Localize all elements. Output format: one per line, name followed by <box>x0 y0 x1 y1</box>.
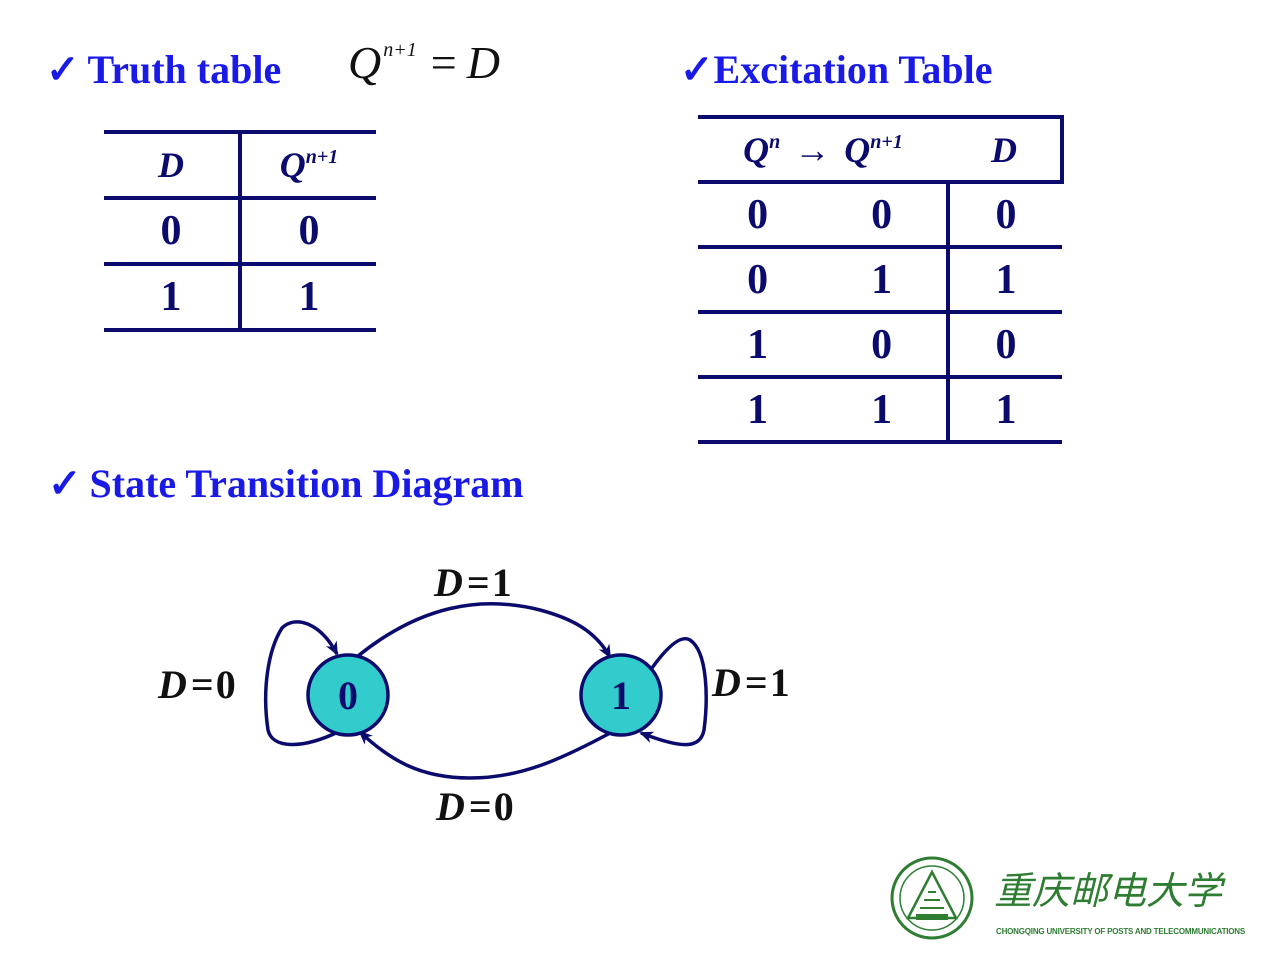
header-d: D <box>948 115 1064 184</box>
truth-table: D Qn+1 0 0 1 1 <box>104 130 376 332</box>
table-cell: 0 <box>948 182 1062 249</box>
state-node-1 <box>579 653 663 737</box>
table-cell: 1 <box>948 247 1062 314</box>
university-logo: 重庆邮电大学 <box>890 856 1226 940</box>
table-header-row: Qn→Qn+1 D <box>698 115 1064 184</box>
header-qn1: Qn+1 <box>240 130 376 200</box>
table-cell: 1 <box>948 377 1062 444</box>
transition-arrow-1-to-0 <box>358 730 613 780</box>
state-label-1: 1 <box>611 673 631 718</box>
table-cell: 0 <box>698 182 818 249</box>
table-cell: 0 <box>817 312 950 379</box>
university-chinese-name: 重庆邮电大学 <box>994 869 1226 913</box>
self-loop-1 <box>639 637 708 747</box>
check-icon: ✓ <box>46 47 80 92</box>
check-icon: ✓ <box>48 461 82 506</box>
state-node-0 <box>306 653 390 737</box>
header-d: D <box>104 130 242 200</box>
table-row: 1 0 0 <box>698 312 1062 379</box>
table-header-row: D Qn+1 <box>104 130 376 200</box>
label-self-1: D=1 <box>711 660 790 705</box>
table-row: 1 1 <box>104 264 376 332</box>
table-cell: 0 <box>948 312 1062 379</box>
table-cell: 1 <box>817 247 950 314</box>
state-label-0: 0 <box>338 673 358 718</box>
table-row: 1 1 1 <box>698 377 1062 444</box>
label-self-0: D=0 <box>157 662 236 707</box>
table-cell: 1 <box>240 264 376 332</box>
excitation-table: Qn→Qn+1 D 0 0 0 0 1 1 1 0 0 1 1 1 <box>698 115 1064 444</box>
self-loop-0 <box>263 620 339 747</box>
transition-arrow-0-to-1 <box>356 602 612 659</box>
table-cell: 0 <box>817 182 950 249</box>
truth-table-heading: ✓Truth table <box>46 47 282 92</box>
label-to-0: D=0 <box>435 784 514 829</box>
table-cell: 1 <box>698 312 818 379</box>
table-cell: 0 <box>104 198 242 266</box>
table-row: 0 0 0 <box>698 182 1062 249</box>
table-row: 0 0 <box>104 198 376 266</box>
check-icon: ✓ <box>680 47 714 92</box>
table-row: 0 1 1 <box>698 247 1062 314</box>
table-cell: 1 <box>817 377 950 444</box>
table-cell: 0 <box>698 247 818 314</box>
table-cell: 1 <box>104 264 242 332</box>
arrow-icon: → <box>794 129 831 170</box>
seal-icon <box>890 856 974 940</box>
label-to-1: D=1 <box>433 560 512 605</box>
state-diagram-heading: ✓State Transition Diagram <box>48 461 524 506</box>
excitation-table-heading: ✓Excitation Table <box>680 47 993 92</box>
table-cell: 0 <box>240 198 376 266</box>
header-transition: Qn→Qn+1 <box>698 115 948 184</box>
table-cell: 1 <box>698 377 818 444</box>
university-caption: CHONGQING UNIVERSITY OF POSTS AND TELECO… <box>996 927 1246 936</box>
